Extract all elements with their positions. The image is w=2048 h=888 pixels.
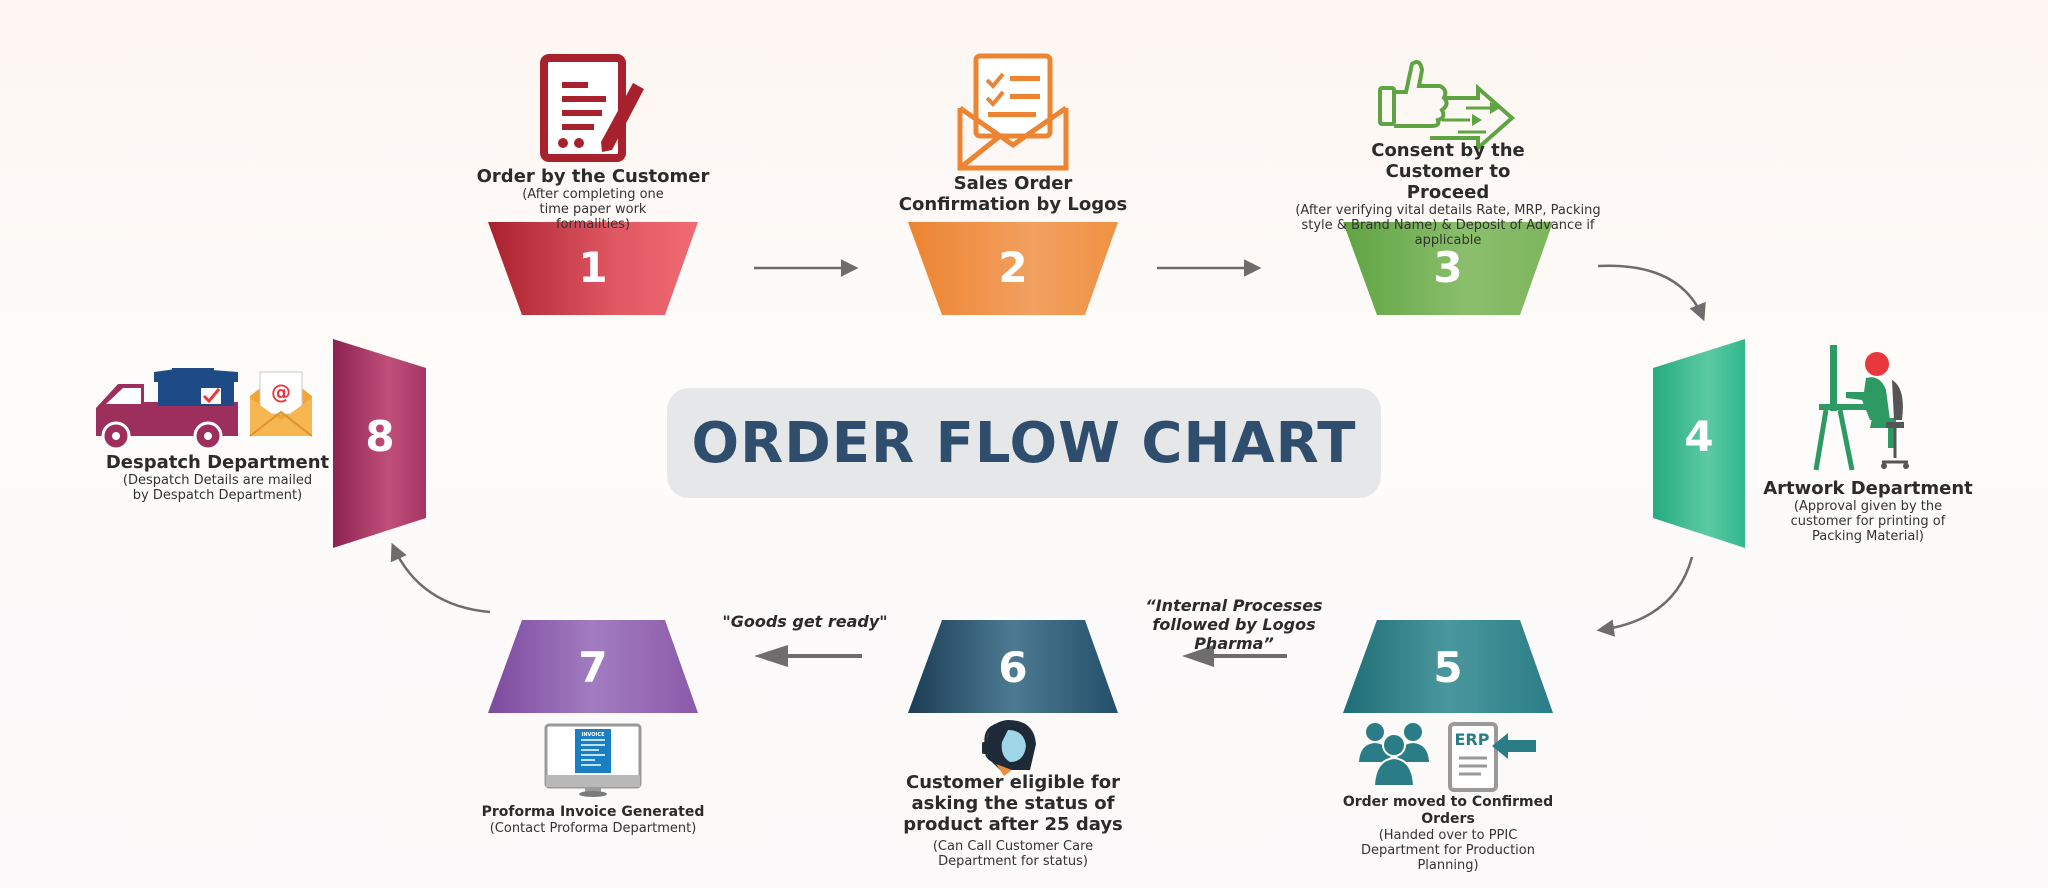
delivery-truck-icon (96, 368, 238, 451)
erp-label: ERP (1455, 730, 1490, 749)
step-4-subtext: (Approval given by the customer for prin… (1790, 499, 1946, 544)
step-8-label: Despatch Department (Despatch Details ar… (100, 452, 335, 503)
internal-processes-quote: “Internal Processes followed by Logos Ph… (1145, 596, 1323, 653)
step-5-label: Order moved to Confirmed Orders (Handed … (1318, 794, 1578, 873)
step-5-shape (1343, 620, 1553, 713)
step-4-shape (1653, 339, 1745, 548)
thumbs-up-arrow-icon (1378, 60, 1516, 153)
step-8-shape (333, 339, 426, 548)
step-2-label: Sales Order Confirmation by Logos (888, 173, 1138, 215)
step-2-shape (908, 222, 1118, 315)
step-8-number: 8 (365, 412, 395, 461)
step-7-shape (488, 620, 698, 713)
step-3-subtext: (After verifying vital details Rate, MRP… (1295, 203, 1601, 248)
step-3-number: 3 (1433, 243, 1463, 292)
customer-care-icon (982, 720, 1036, 776)
step-4-heading: Artwork Department (1763, 478, 1973, 499)
step-6-number: 6 (998, 643, 1028, 692)
step-6-heading: Customer eligible for asking the status … (903, 772, 1123, 835)
step-3-heading: Consent by the Customer to Proceed (1371, 140, 1525, 203)
arrow-4-to-5 (1596, 556, 1694, 637)
designer-at-desk-icon (1813, 345, 1909, 471)
step-8-subtext: (Despatch Details are mailed by Despatch… (122, 473, 313, 503)
step-1-heading: Order by the Customer (476, 166, 710, 187)
step-1-number: 1 (578, 243, 608, 292)
step-8-heading: Despatch Department (105, 452, 330, 473)
title-box: ORDER FLOW CHART (667, 388, 1381, 498)
step-6-subtext: (Can Call Customer Care Department for s… (932, 839, 1094, 869)
arrow-3-to-4 (1597, 264, 1706, 322)
arrow-6-to-7 (754, 645, 862, 667)
step-7-number: 7 (578, 643, 608, 692)
step-7-subtext: (Contact Proforma Department) (489, 821, 697, 836)
arrow-7-to-8 (390, 542, 491, 614)
step-1-label: Order by the Customer (After completing … (468, 166, 718, 232)
page-title: ORDER FLOW CHART (691, 410, 1357, 476)
step-2-heading: Sales Order Confirmation by Logos (898, 173, 1128, 215)
step-7-heading: Proforma Invoice Generated (481, 804, 705, 820)
invoice-label: INVOICE (581, 732, 605, 738)
step-3-shape (1343, 222, 1553, 315)
goods-ready-quote: "Goods get ready" (722, 612, 888, 631)
step-2-number: 2 (998, 243, 1028, 292)
step-3-label: Consent by the Customer to Proceed (Afte… (1278, 140, 1618, 248)
step-6-shape (908, 620, 1118, 713)
email-envelope-icon: @ (249, 371, 313, 437)
step-5-heading: Order moved to Confirmed Orders (1342, 794, 1554, 827)
step-4-number: 4 (1684, 412, 1714, 461)
step-5-number: 5 (1433, 643, 1463, 692)
invoice-monitor-icon: INVOICE (544, 723, 642, 797)
document-pen-icon (540, 54, 644, 162)
step-5-subtext: (Handed over to PPIC Department for Prod… (1361, 828, 1535, 873)
step-1-subtext: (After completing one time paper work fo… (522, 187, 664, 232)
step-1-shape (488, 222, 698, 315)
step-7-label: Proforma Invoice Generated (Contact Prof… (468, 804, 718, 836)
step-6-label: Customer eligible for asking the status … (868, 772, 1158, 869)
team-erp-icon: ERP (1359, 722, 1536, 792)
envelope-letter-icon (957, 53, 1069, 171)
at-symbol: @ (271, 380, 291, 404)
arrow-5-to-6 (1182, 645, 1287, 667)
step-4-label: Artwork Department (Approval given by th… (1758, 478, 1978, 544)
